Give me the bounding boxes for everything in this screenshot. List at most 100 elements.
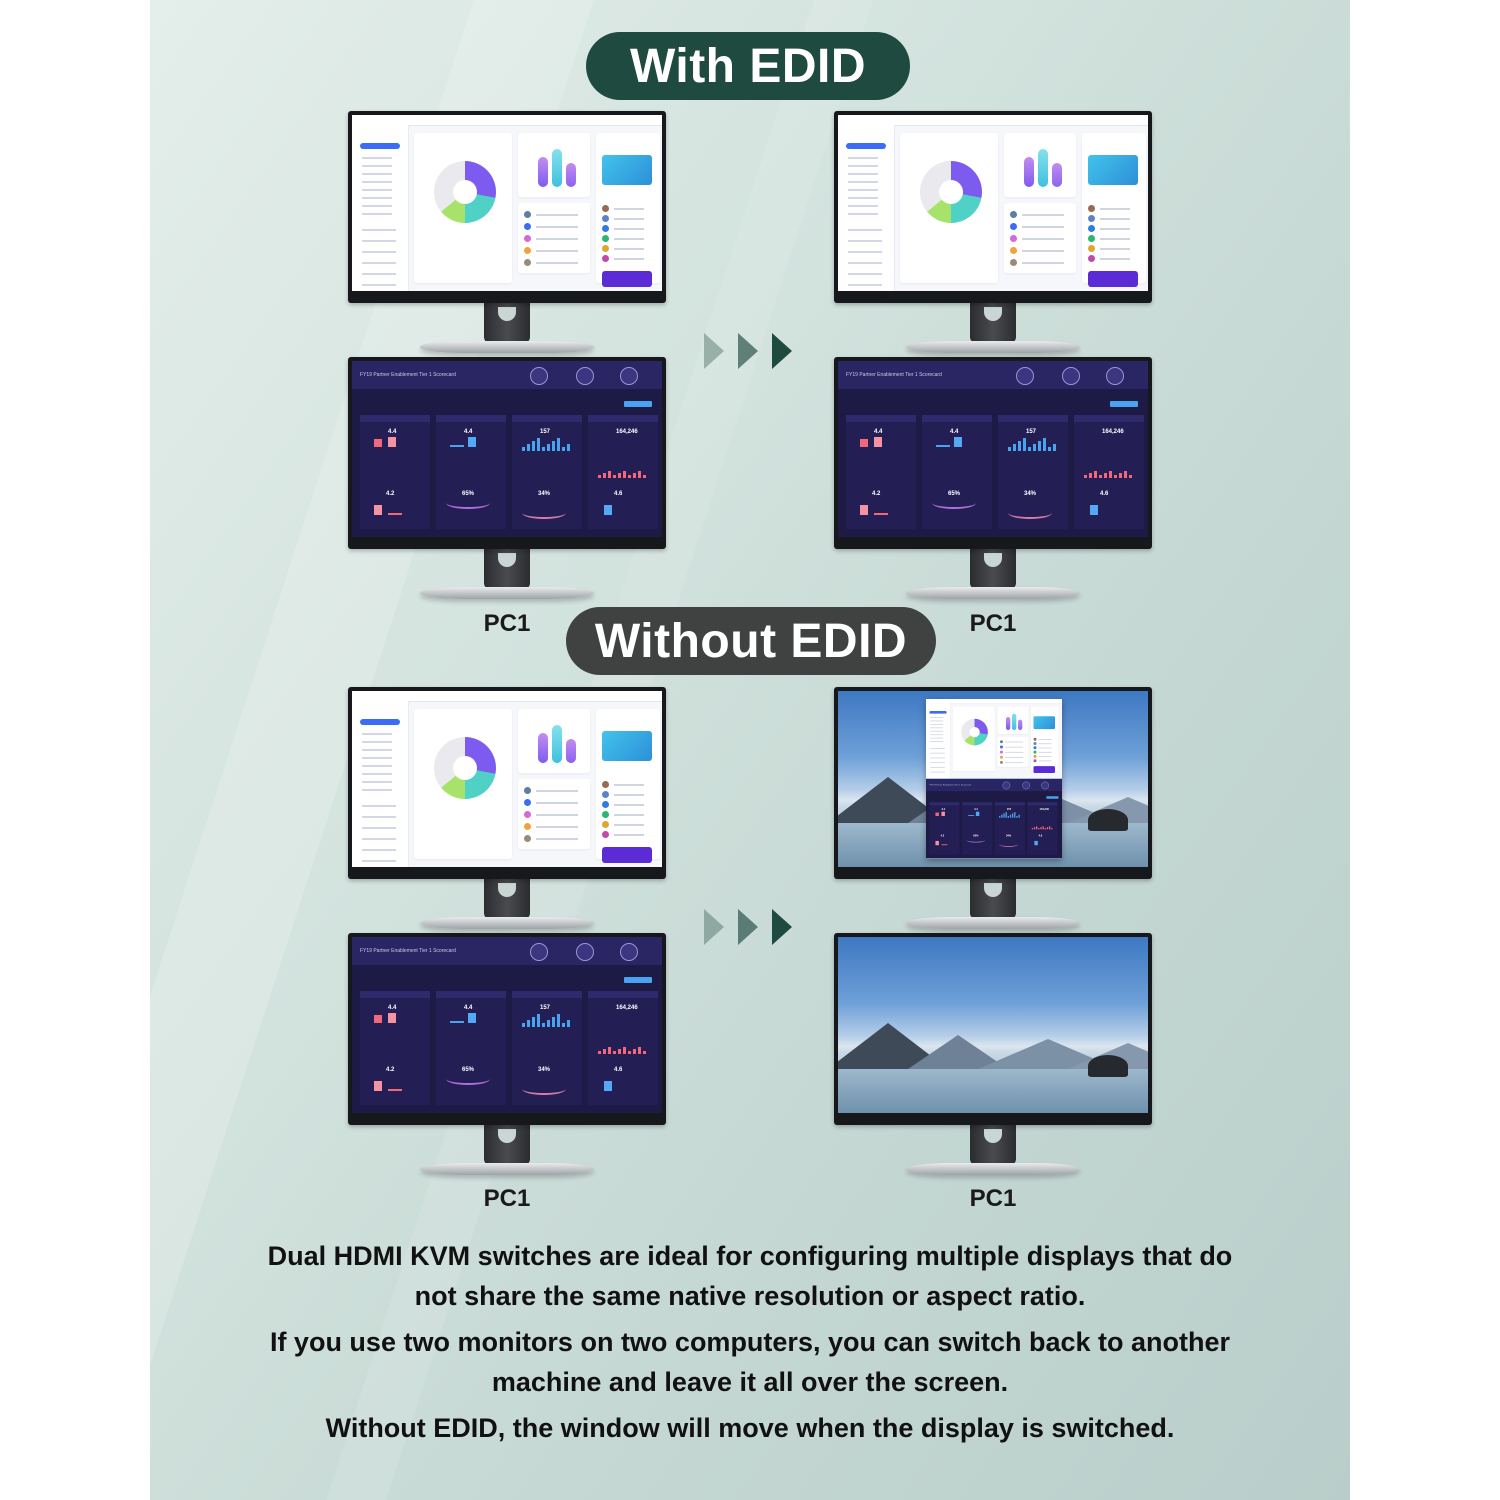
- transaction-icon: [602, 811, 609, 818]
- histogram-bar: [1043, 438, 1046, 451]
- sidebar-item: [930, 762, 945, 764]
- dashboard-sidebar: [838, 125, 895, 291]
- metric-value: 65%: [948, 491, 961, 497]
- dashboard-sidebar: [926, 703, 951, 779]
- transaction-icon: [602, 255, 609, 262]
- monitor-stand-neck: [484, 1123, 530, 1165]
- histogram-bar: [623, 1047, 626, 1054]
- histogram-bar: [603, 1049, 606, 1054]
- light-dashboard-screenshot: [352, 691, 662, 867]
- dark-dashboard-screenshot: FY19 Partner Enablement Tier 1 Scorecard…: [926, 779, 1062, 859]
- sidebar-item: [848, 181, 878, 183]
- histogram-bar: [603, 473, 606, 478]
- bar-cylinder: [1052, 163, 1062, 187]
- monitor-stand-base: [906, 1163, 1080, 1175]
- chevron-right-icon: [704, 909, 724, 945]
- dark-dashboard-screenshot: FY19 Partner Enablement Tier 1 Scorecard…: [352, 361, 662, 537]
- sidebar-item: [848, 273, 882, 275]
- sidebar-item: [930, 757, 945, 759]
- sidebar-item: [362, 165, 392, 167]
- histogram-bar: [638, 1047, 641, 1054]
- avatar: [1010, 211, 1017, 218]
- monitor-stand-neck: [970, 301, 1016, 343]
- caption-line: Dual HDMI KVM switches are ideal for con…: [267, 1241, 1233, 1271]
- mini-bar: [388, 437, 396, 447]
- filter-button: [1110, 401, 1138, 407]
- histogram-bar: [567, 1020, 570, 1027]
- metric-value: 34%: [538, 1067, 551, 1073]
- mini-segment: [936, 445, 950, 447]
- bar-cylinder: [538, 733, 548, 763]
- dashboard-topbar: [352, 115, 662, 126]
- sidebar-item: [362, 849, 396, 851]
- chevron-right-icon: [772, 333, 792, 369]
- histogram-bar: [547, 444, 550, 451]
- transaction-text: [614, 794, 644, 796]
- histogram-bar: [567, 444, 570, 451]
- histogram-bar: [598, 1051, 601, 1054]
- monitor-screen: FY19 Partner Enablement Tier 1 Scorecard…: [352, 937, 662, 1113]
- histogram-bar: [1001, 814, 1003, 818]
- transaction-text: [614, 248, 644, 250]
- metric-value: 164,246: [1102, 429, 1124, 435]
- sidebar-item: [362, 229, 396, 231]
- metric-value: 157: [540, 429, 551, 435]
- monitor-bezel: FY19 Partner Enablement Tier 1 Scorecard…: [348, 357, 666, 549]
- list-text: [1005, 762, 1024, 764]
- rock: [1088, 809, 1128, 831]
- histogram-bar: [638, 471, 641, 478]
- dark-dashboard-screenshot: FY19 Partner Enablement Tier 1 Scorecard…: [838, 361, 1148, 537]
- histogram-bar: [522, 447, 525, 451]
- dashboard-title: FY19 Partner Enablement Tier 1 Scorecard: [360, 372, 456, 378]
- histogram-bar: [1048, 826, 1051, 830]
- trend-line: [446, 497, 490, 509]
- header-badge: [530, 367, 548, 385]
- list-text: [1005, 746, 1024, 748]
- monitor-stand-neck: [970, 1123, 1016, 1165]
- sidebar-item: [362, 205, 392, 207]
- histogram-bar: [1089, 473, 1092, 478]
- metric-value: 4.6: [614, 1067, 623, 1073]
- transaction-icon: [602, 235, 609, 242]
- header-badge: [1106, 367, 1124, 385]
- list-text: [536, 814, 578, 816]
- histogram-bar: [552, 441, 555, 451]
- sidebar-item: [930, 741, 944, 742]
- transaction-icon: [602, 245, 609, 252]
- histogram-bar: [1033, 827, 1036, 830]
- transaction-icon: [1088, 245, 1095, 252]
- mini-segment: [968, 815, 975, 816]
- monitor-bottom-left-upper: [348, 687, 666, 933]
- sidebar-item: [930, 730, 944, 732]
- metric-value: 4.4: [464, 1005, 473, 1011]
- histogram-bar: [1008, 447, 1011, 451]
- avatar: [524, 799, 531, 806]
- histogram-bar: [1016, 815, 1018, 818]
- trend-line: [966, 837, 986, 843]
- monitor-screen: FY19 Partner Enablement Tier 1 Scorecard…: [352, 361, 662, 537]
- sidebar-item: [362, 789, 392, 791]
- histogram-bar: [623, 471, 626, 478]
- histogram-bar: [1038, 828, 1040, 830]
- bar-cylinder: [1012, 713, 1017, 730]
- avatar: [524, 211, 531, 218]
- avatar: [524, 787, 531, 794]
- mini-bar: [374, 1081, 382, 1091]
- monitor-screen: [838, 937, 1148, 1113]
- bar-cylinder: [552, 725, 562, 763]
- transaction-icon: [1033, 737, 1037, 741]
- histogram-bar: [1129, 475, 1132, 478]
- mini-bar: [388, 1013, 396, 1023]
- avatar: [524, 811, 531, 818]
- transaction-icon: [1033, 742, 1037, 746]
- dashboard-title: FY19 Partner Enablement Tier 1 Scorecard: [360, 948, 456, 954]
- dashboard-header: [352, 937, 662, 965]
- sidebar-active-item: [929, 711, 947, 714]
- histogram-bar: [1005, 812, 1007, 818]
- column-header: [512, 991, 582, 998]
- chevron-right-icon: [738, 909, 758, 945]
- histogram-bar: [1014, 812, 1016, 818]
- monitor-bezel: FY19 Partner Enablement Tier 1 Scorecard…: [834, 687, 1152, 879]
